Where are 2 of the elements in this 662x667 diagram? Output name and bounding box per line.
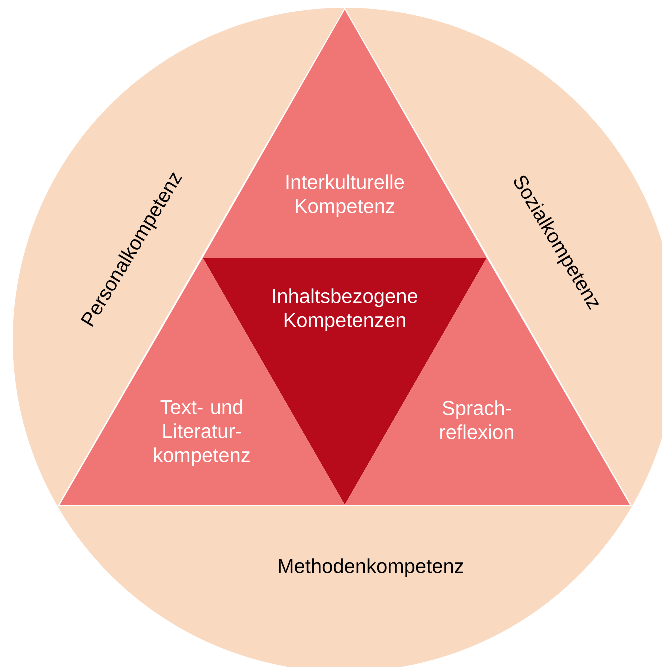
triangle: Interkulturelle Kompetenz	[203, 10, 487, 258]
circle-segment: Methodenkompetenz	[58, 506, 632, 667]
